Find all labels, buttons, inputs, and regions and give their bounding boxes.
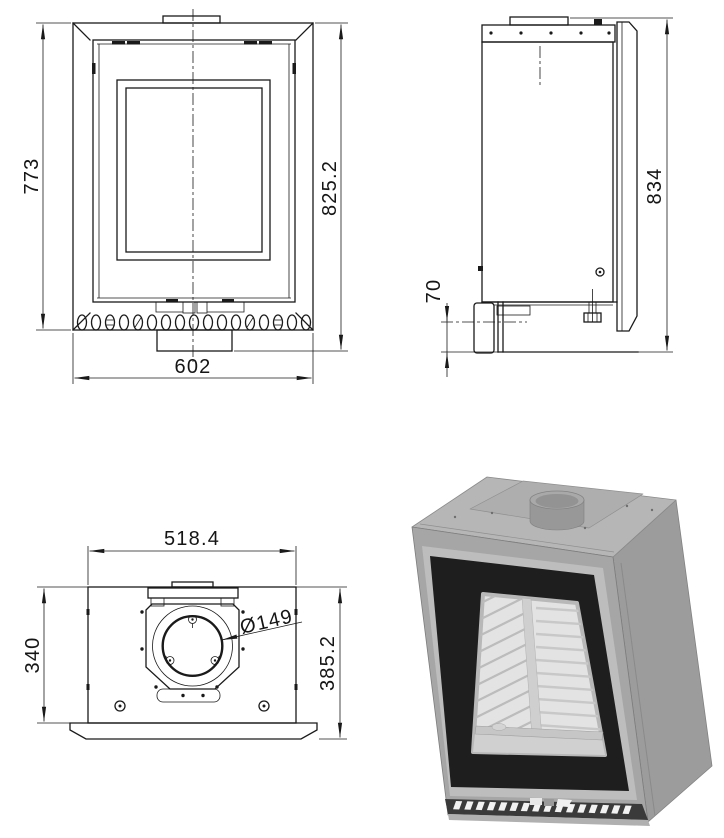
plan-flue-bar	[147, 587, 239, 599]
side-outline	[441, 16, 673, 354]
dim-side-ash-lip: 70	[423, 279, 445, 304]
side-bracket	[496, 305, 531, 316]
dim-side-height: 834	[644, 168, 666, 205]
plan-rear-tab	[171, 581, 214, 588]
render-log-retainer	[474, 725, 604, 741]
side-ash-lip	[473, 302, 495, 354]
plan-flue-opening	[161, 615, 224, 678]
side-body	[481, 41, 614, 303]
dim-plan-width: 518.4	[164, 528, 220, 550]
plan-view: 518.4 340 385.2 Ø149	[22, 528, 347, 740]
front-glass	[125, 87, 263, 253]
front-bottom-box	[156, 329, 233, 352]
plan-dimensions	[37, 546, 347, 740]
dim-front-height-overall: 825.2	[319, 160, 341, 216]
render-3d	[411, 476, 713, 826]
dim-plan-depth-overall: 385.2	[317, 635, 339, 691]
render-bottom-edge	[448, 814, 650, 826]
front-vent-row	[76, 314, 312, 331]
plan-flue-plate	[145, 603, 240, 690]
render-hearth	[473, 734, 605, 755]
render-flue-collar	[529, 490, 585, 531]
dim-plan-depth-body: 340	[22, 637, 44, 674]
front-glass-frame	[116, 79, 271, 261]
front-dimensions	[36, 22, 348, 384]
side-top-flange	[481, 24, 616, 43]
side-view: 834 70	[423, 16, 673, 377]
side-flue-collar	[509, 16, 569, 26]
dim-front-width: 602	[175, 356, 212, 378]
front-door	[92, 39, 296, 303]
plan-outline	[37, 581, 347, 740]
dim-plan-flue-diameter: Ø149	[238, 606, 295, 639]
front-view: 773 825.2 602	[21, 9, 348, 384]
plan-front-flange	[69, 722, 318, 740]
plan-body	[87, 586, 297, 724]
dim-front-height-frame: 773	[21, 158, 43, 195]
front-latch	[155, 301, 245, 314]
side-bolt	[583, 289, 602, 323]
plan-latch-plate	[156, 688, 221, 703]
front-flue-tab	[162, 15, 221, 24]
side-front-frame	[616, 21, 638, 332]
render-latch-detail	[530, 798, 572, 807]
side-dimensions	[444, 17, 673, 377]
